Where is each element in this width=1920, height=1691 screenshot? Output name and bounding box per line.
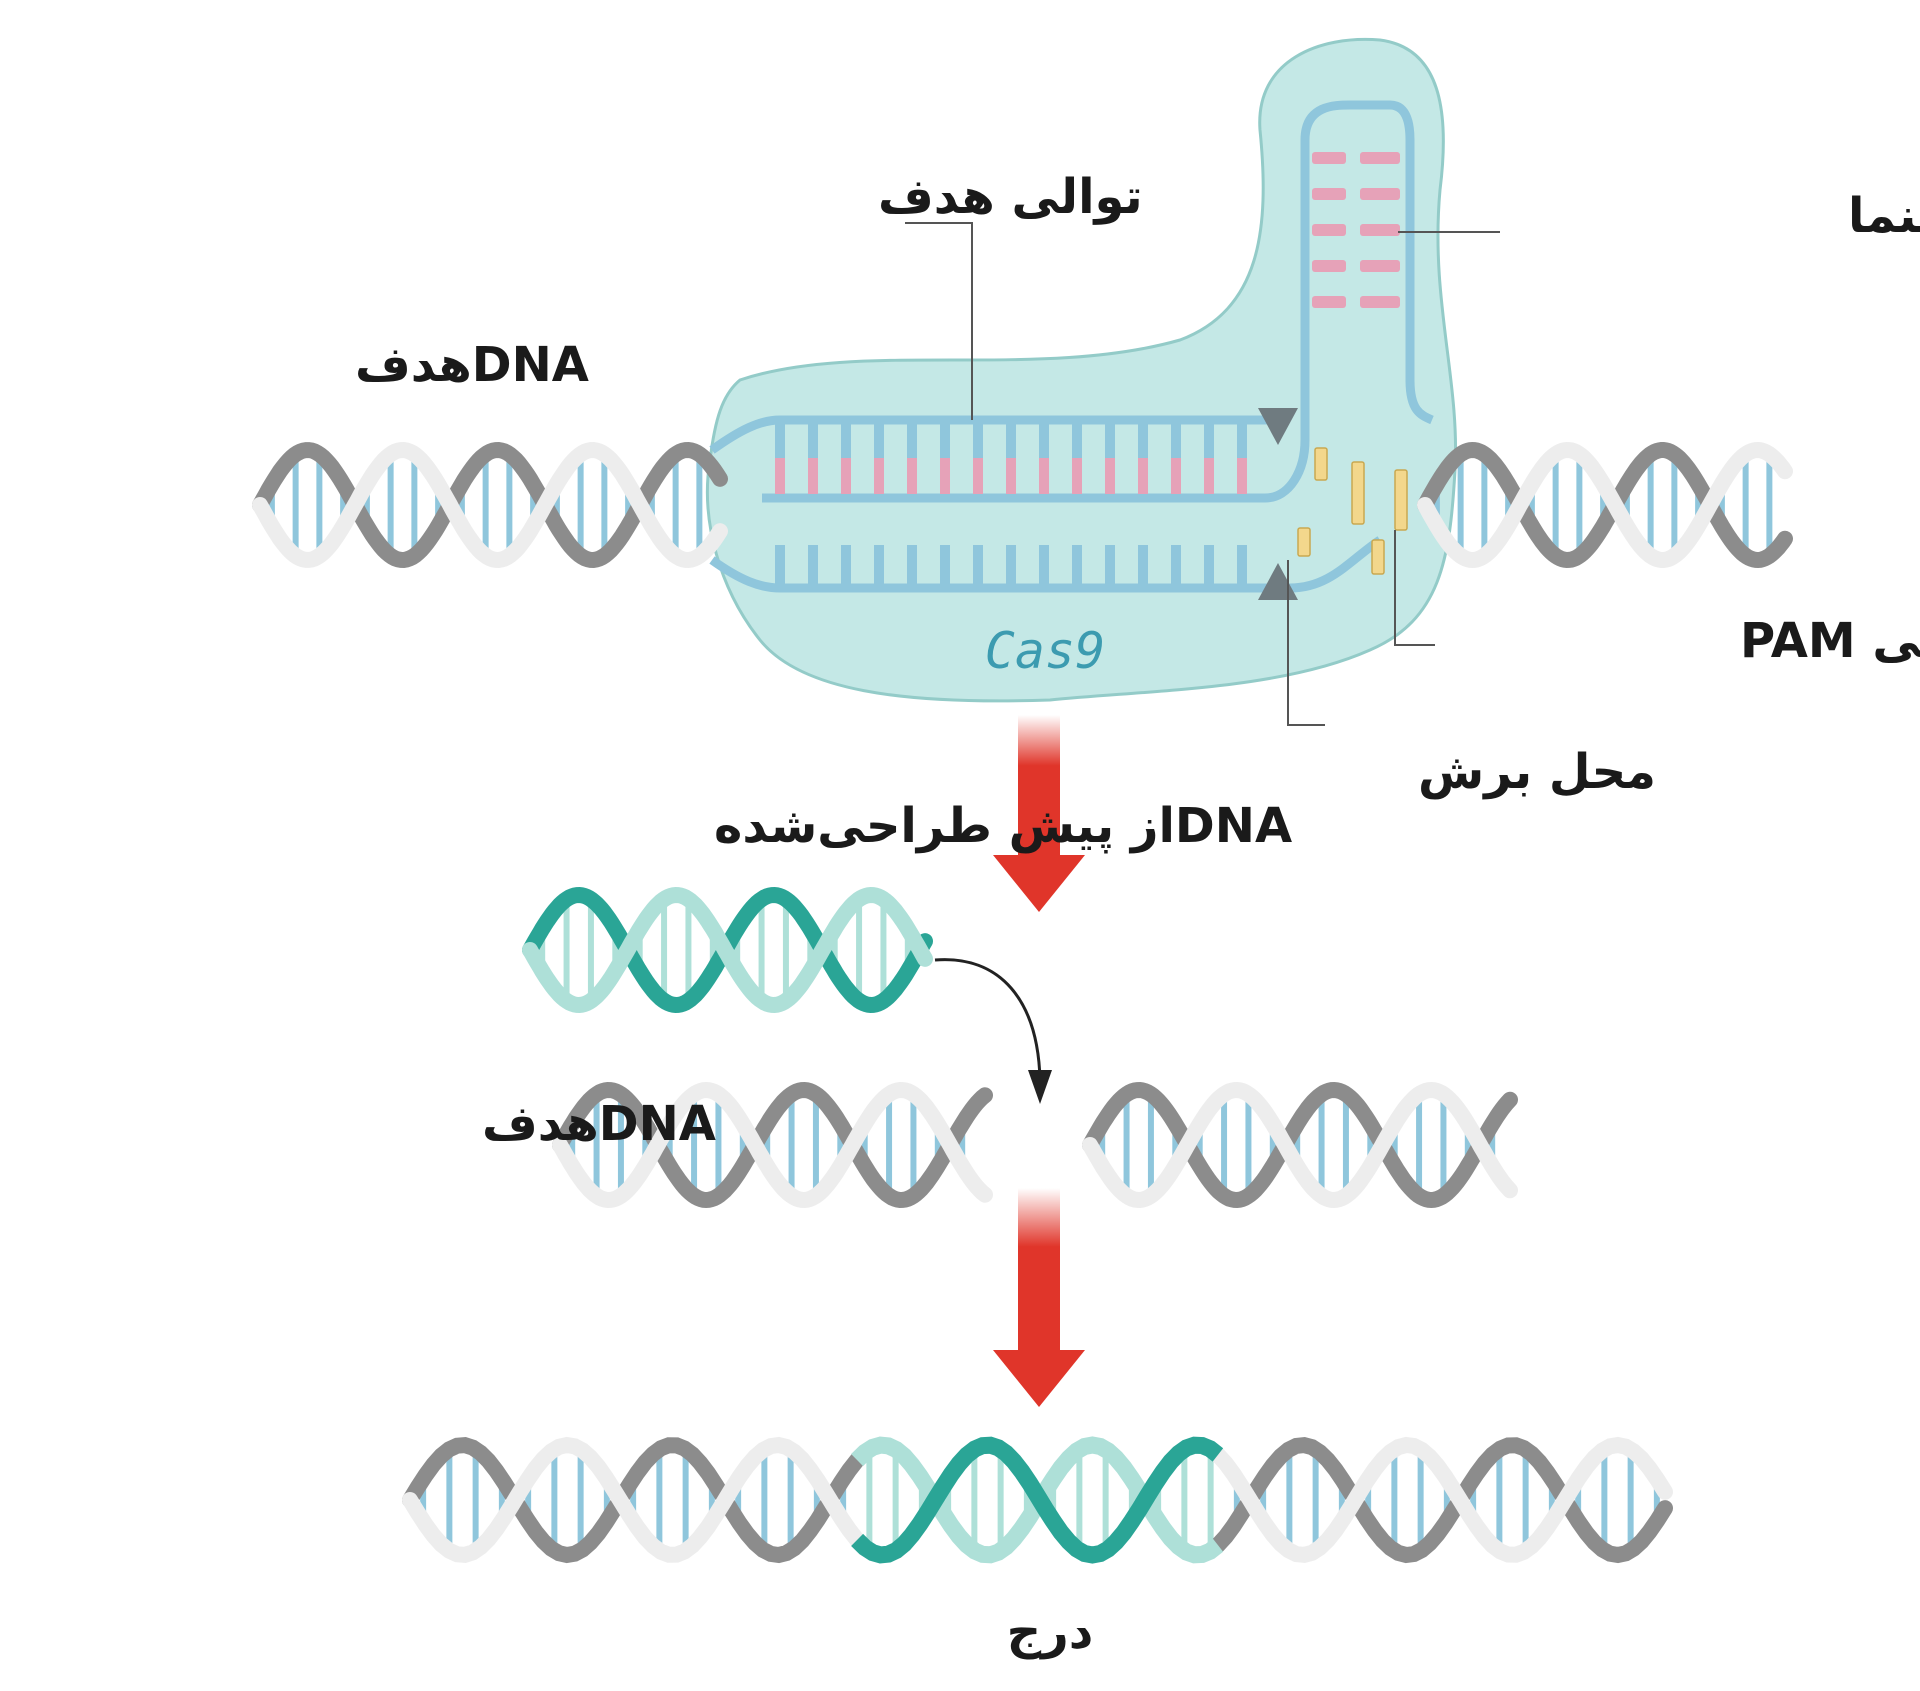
cut-target-dna-left: [552, 1081, 993, 1209]
dna-base: [1039, 424, 1049, 458]
dna-base: [907, 424, 917, 458]
leader-pam: [1394, 530, 1435, 646]
pam-sequence-label: توالی PAM: [1740, 613, 1920, 669]
dna-base: [973, 424, 983, 458]
leader-cut-site: [1287, 560, 1325, 726]
dna-base: [1039, 545, 1049, 584]
dna-base: [775, 545, 785, 584]
rna-base: [1006, 458, 1016, 494]
rna-dna-base-pairs: [775, 424, 1247, 494]
cut-target-dna-right: [1082, 1081, 1518, 1209]
dna-base: [940, 424, 950, 458]
rna-base: [874, 458, 884, 494]
dna-base: [1006, 545, 1016, 584]
rna-base: [841, 458, 851, 494]
edited-dna-helix: [402, 1436, 1673, 1564]
dna-backbone-strand: [252, 441, 728, 569]
insertion-label: درج: [1007, 1604, 1094, 1660]
cas9-label: Cas9: [985, 622, 1105, 680]
dna-base: [1237, 545, 1247, 584]
dna-base: [808, 424, 818, 458]
target-dna-helix-left: [252, 441, 728, 569]
rna-stem-base: [1360, 152, 1400, 164]
cas9-protein-body: [706, 37, 1458, 703]
dna-base: [1204, 424, 1214, 458]
rna-base: [1204, 458, 1214, 494]
dna-base: [973, 545, 983, 584]
leader-lines: [905, 222, 1500, 726]
rna-base: [907, 458, 917, 494]
dna-base: [1105, 545, 1115, 584]
target-dna-helix-right: [1417, 441, 1793, 569]
pam-bases: [1297, 447, 1408, 575]
red-down-arrow-icon: [993, 1188, 1085, 1407]
target-dna-label-top: DNAهدف: [355, 337, 589, 393]
rna-stem-base: [1360, 224, 1400, 236]
dna-base: [1237, 424, 1247, 458]
rna-stem-base: [1360, 296, 1400, 308]
guide-rna-stem-loop: [1312, 152, 1400, 308]
donor-backbone-strand: [851, 1436, 1224, 1564]
dna-backbone-strand: [1417, 441, 1793, 569]
dna-base: [841, 545, 851, 584]
non-target-bases: [775, 545, 1247, 584]
dna-base: [1138, 545, 1148, 584]
rna-base: [1237, 458, 1247, 494]
rna-stem-base: [1312, 188, 1346, 200]
dna-base: [1006, 424, 1016, 458]
rna-base: [1039, 458, 1049, 494]
rna-base: [940, 458, 950, 494]
rna-base: [775, 458, 785, 494]
dna-base: [874, 424, 884, 458]
rna-stem-base: [1312, 152, 1346, 164]
dna-base: [808, 545, 818, 584]
cut-site-label: محل برش: [1418, 744, 1656, 800]
rna-stem-base: [1360, 260, 1400, 272]
rna-base: [1138, 458, 1148, 494]
rna-stem-base: [1312, 224, 1346, 236]
dna-base: [907, 545, 917, 584]
dna-base: [1072, 424, 1082, 458]
rna-base: [1105, 458, 1115, 494]
rna-stem-base: [1360, 188, 1400, 200]
rna-stem-base: [1312, 260, 1346, 272]
dna-base: [841, 424, 851, 458]
dna-base: [1138, 424, 1148, 458]
curved-arrow-icon: [934, 958, 1052, 1104]
rna-base: [808, 458, 818, 494]
dna-backbone-strand: [522, 886, 933, 1014]
target-sequence-label: توالی هدف: [878, 169, 1143, 225]
predesigned-dna-label: DNAاز پیش طراحی‌شده: [714, 798, 1292, 854]
dna-base: [775, 424, 785, 458]
dna-base: [940, 545, 950, 584]
guide-rna-strand: [762, 100, 1434, 503]
predesigned-dna-helix: [522, 886, 933, 1014]
dna-base: [1072, 545, 1082, 584]
target-dna-label-middle: DNAهدف: [482, 1096, 716, 1152]
dna-backbone-strand: [552, 1081, 993, 1209]
dna-backbone-strand: [552, 1081, 993, 1209]
rna-base: [973, 458, 983, 494]
dna-backbone-strand: [1082, 1081, 1518, 1209]
dna-base: [1171, 424, 1181, 458]
rna-base: [1171, 458, 1181, 494]
dna-base: [874, 545, 884, 584]
target-strand-backbone: [709, 415, 1270, 454]
dna-base: [1105, 424, 1115, 458]
dna-base: [1171, 545, 1181, 584]
leader-target-sequence: [905, 222, 973, 420]
red-down-arrow-icon: [993, 715, 1085, 912]
rna-base: [1072, 458, 1082, 494]
dna-backbone-strand: [1082, 1081, 1518, 1209]
dna-backbone-strand: [1417, 441, 1793, 569]
rna-stem-base: [1312, 296, 1346, 308]
guide-rna-label: RNA راهنما: [1848, 188, 1920, 244]
dna-base: [1204, 545, 1214, 584]
cut-marker-top-icon: [1258, 408, 1298, 445]
